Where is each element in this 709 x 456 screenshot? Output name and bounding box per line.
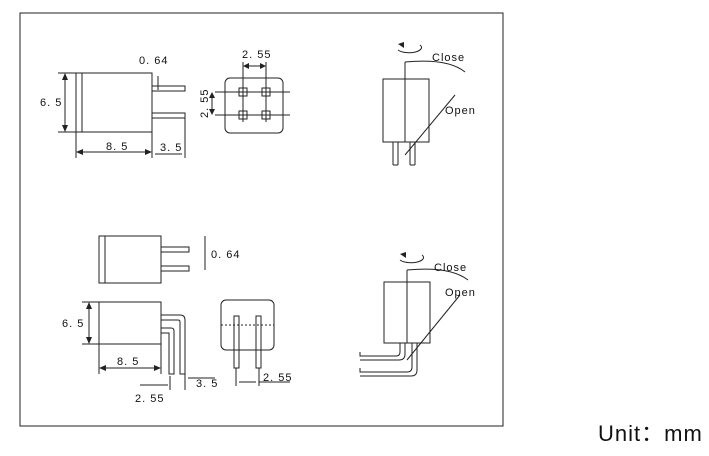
top-pitch-vertical: 2. 55 [199, 89, 211, 118]
top-dim-pin: 3. 5 [160, 142, 182, 154]
bottom-dim-length: 8. 5 [117, 356, 139, 368]
bottom-label-close: Close [434, 262, 467, 274]
top-dim-length: 8. 5 [106, 141, 128, 153]
top-side-view [58, 72, 186, 158]
bottom-front-view [220, 299, 290, 386]
top-label-open: Open [445, 105, 476, 117]
bottom-dim-width: 0. 64 [211, 249, 240, 261]
bottom-side-view-upper [98, 235, 206, 284]
bottom-pitch-front: 2. 55 [263, 372, 292, 384]
bottom-dim-height: 6. 5 [62, 318, 84, 330]
bottom-dim-pin: 3. 5 [196, 378, 218, 390]
top-rotation-view [382, 44, 466, 166]
top-label-close: Close [432, 52, 465, 64]
drawing-frame [19, 12, 504, 427]
top-pin-view [211, 62, 290, 134]
top-dim-width: 0. 64 [139, 55, 168, 67]
bottom-label-open: Open [445, 287, 476, 299]
bottom-pitch-side: 2. 55 [135, 393, 164, 405]
unit-label: Unit：mm [598, 421, 703, 446]
bottom-side-view-lower [82, 301, 215, 390]
top-pitch-horizontal: 2. 55 [242, 49, 271, 61]
bottom-rotation-view [359, 254, 469, 377]
top-dim-height: 6. 5 [40, 97, 62, 109]
